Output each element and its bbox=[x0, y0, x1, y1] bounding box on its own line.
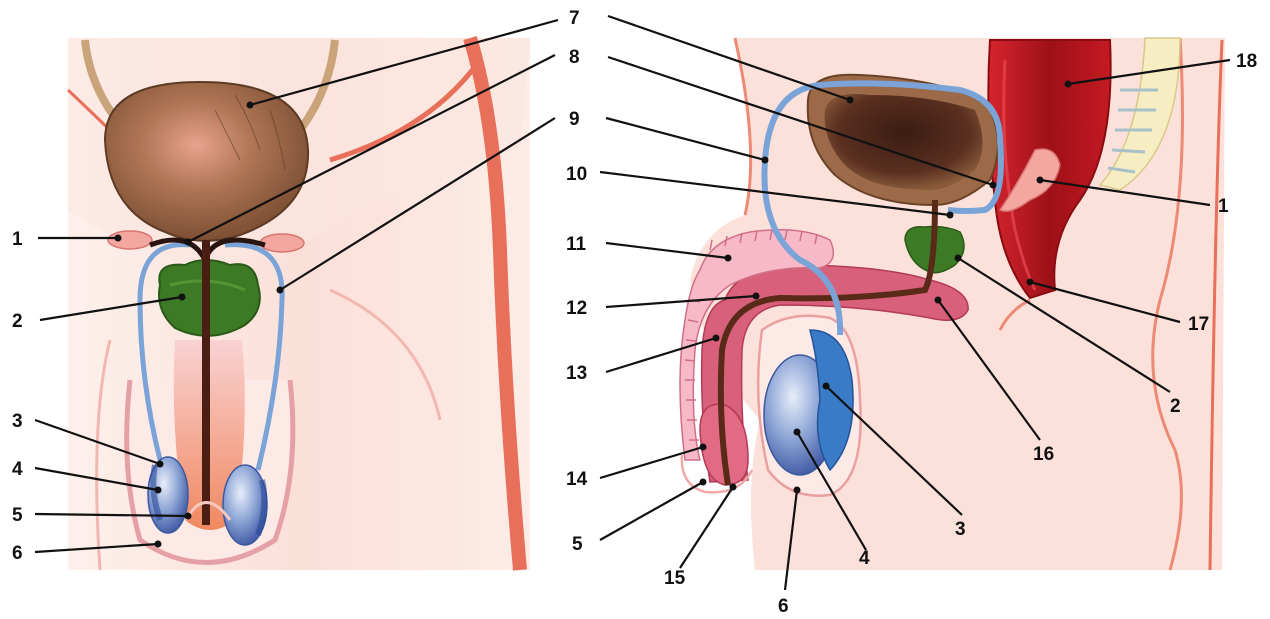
label-5-right: 5 bbox=[572, 534, 583, 555]
dot-marker bbox=[157, 461, 164, 468]
label-10: 10 bbox=[566, 164, 587, 185]
dot-marker bbox=[935, 297, 942, 304]
label-15: 15 bbox=[664, 568, 686, 589]
label-18: 18 bbox=[1236, 51, 1257, 72]
label-16: 16 bbox=[1033, 444, 1054, 465]
label-8: 8 bbox=[569, 47, 580, 68]
dot-marker bbox=[1027, 279, 1034, 286]
dot-marker bbox=[794, 429, 801, 436]
dot-marker bbox=[1037, 177, 1044, 184]
label-12: 12 bbox=[566, 298, 587, 319]
dot-marker bbox=[185, 513, 192, 520]
label-1-left: 1 bbox=[12, 229, 23, 250]
label-1-right: 1 bbox=[1218, 196, 1229, 217]
label-11: 11 bbox=[566, 234, 587, 255]
dot-marker bbox=[725, 255, 732, 262]
dot-marker bbox=[847, 97, 854, 104]
dot-marker bbox=[179, 294, 186, 301]
label-5-left: 5 bbox=[12, 505, 23, 526]
dot-marker bbox=[794, 487, 801, 494]
dot-marker bbox=[1065, 81, 1072, 88]
leader-13 bbox=[606, 338, 716, 372]
label-4-right: 4 bbox=[859, 548, 870, 569]
label-4-left: 4 bbox=[12, 459, 23, 480]
seminal-vesicle-right bbox=[260, 234, 304, 252]
dot-marker bbox=[753, 293, 760, 300]
dot-marker bbox=[700, 444, 707, 451]
dot-marker bbox=[730, 484, 737, 491]
dot-marker bbox=[700, 479, 707, 486]
dot-marker bbox=[990, 182, 997, 189]
dot-marker bbox=[955, 255, 962, 262]
dot-marker bbox=[947, 212, 954, 219]
label-17: 17 bbox=[1188, 314, 1209, 335]
leader-14 bbox=[600, 447, 703, 478]
dot-marker bbox=[155, 541, 162, 548]
dot-marker bbox=[247, 102, 254, 109]
dot-marker bbox=[185, 239, 192, 246]
leader-5-right bbox=[600, 482, 703, 540]
label-2-left: 2 bbox=[12, 311, 23, 332]
label-14: 14 bbox=[566, 469, 588, 490]
label-7: 7 bbox=[569, 8, 580, 29]
sagittal-view bbox=[680, 38, 1225, 570]
dot-marker bbox=[762, 157, 769, 164]
label-6-right: 6 bbox=[778, 596, 789, 617]
label-13: 13 bbox=[566, 363, 587, 384]
dot-marker bbox=[115, 235, 122, 242]
dot-marker bbox=[823, 383, 830, 390]
seminal-vesicle-left bbox=[108, 231, 152, 249]
label-6-left: 6 bbox=[12, 543, 23, 564]
label-2-right: 2 bbox=[1170, 396, 1181, 417]
label-3-right: 3 bbox=[955, 519, 966, 540]
label-9: 9 bbox=[569, 109, 580, 130]
label-3-left: 3 bbox=[12, 411, 23, 432]
leader-9-right bbox=[606, 118, 765, 160]
leader-15 bbox=[680, 487, 733, 568]
dot-marker bbox=[713, 335, 720, 342]
dot-marker bbox=[155, 487, 162, 494]
dot-marker bbox=[277, 287, 284, 294]
